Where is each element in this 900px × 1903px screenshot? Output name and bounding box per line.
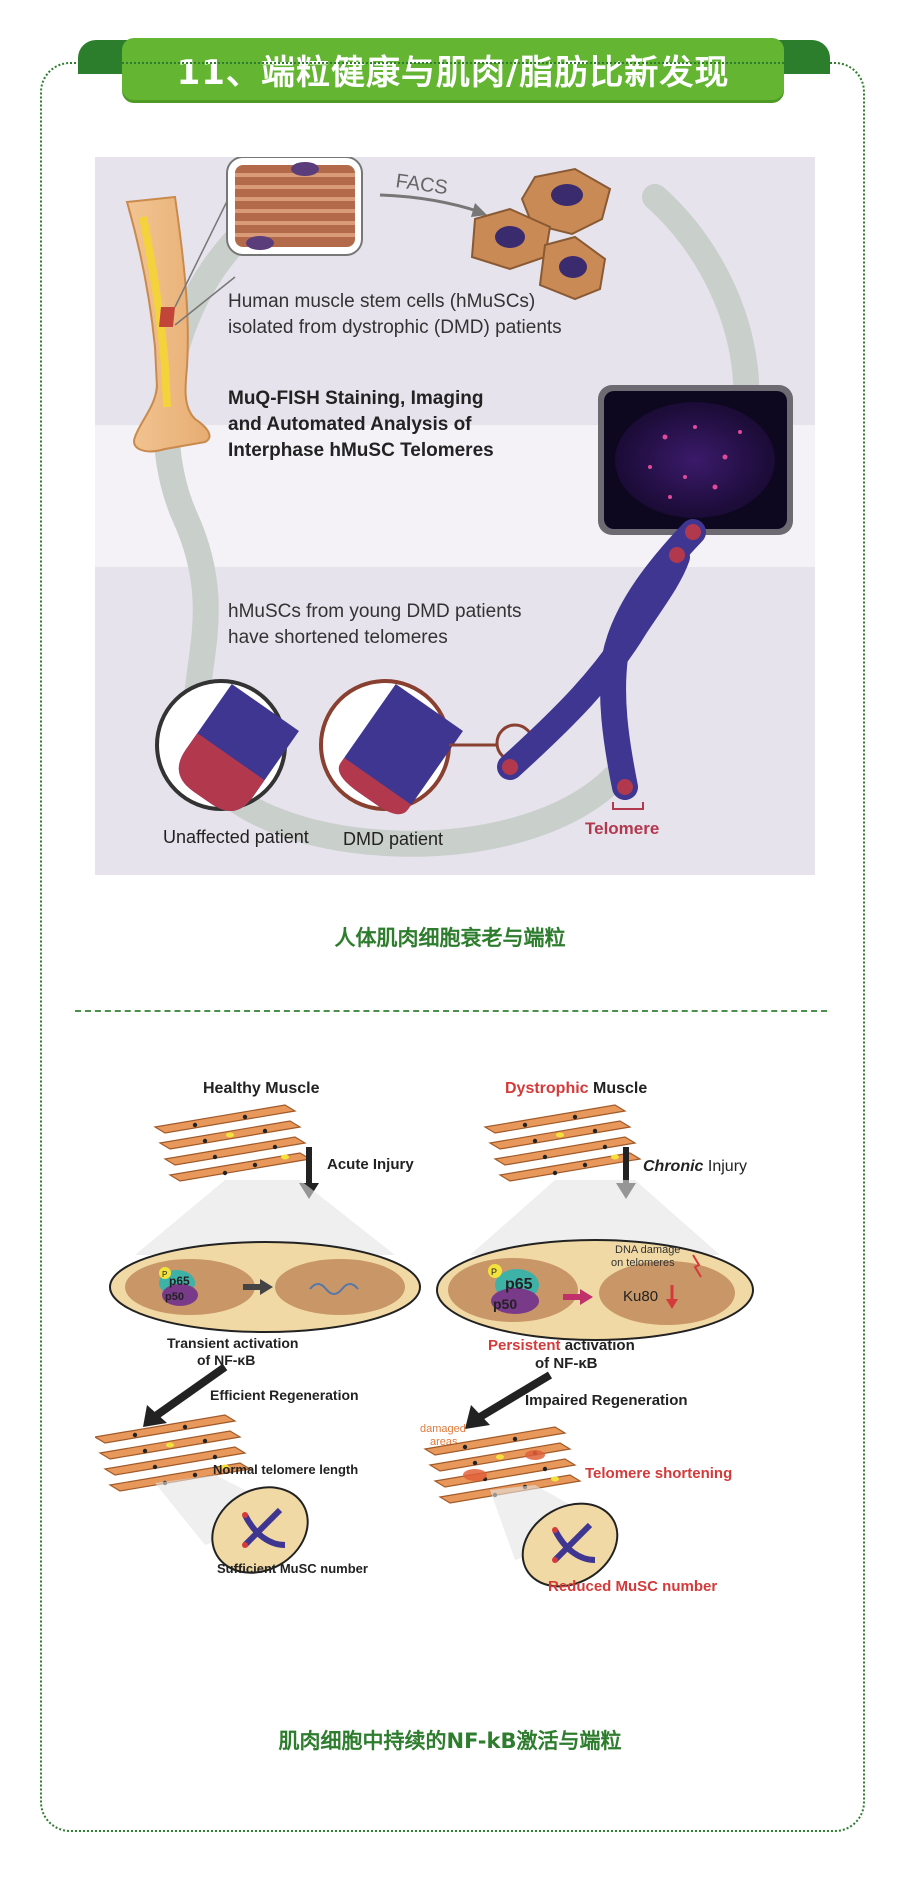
leg-illustration [125,195,211,453]
reduced-musc-label: Reduced MuSC number [548,1578,717,1595]
chromosome-illustration [497,519,706,800]
telomere-label: Telomere [585,819,659,838]
figure-telomere-musc: FACS Human muscle stem cells (hMuSCs) is… [95,157,815,875]
short-line2: have shortened telomeres [228,627,448,648]
healthy-p50: p50 [165,1291,184,1303]
content-card [40,62,865,1832]
dystrophic-fibers [484,1104,641,1182]
staining-line3: Interphase hMuSC Telomeres [228,440,494,461]
efficient-regen-label: Efficient Regeneration [210,1387,359,1403]
stem-cells [470,167,612,301]
transient-line2: of NF-κB [197,1352,255,1368]
chronic-injury-label: Chronic Injury [643,1158,747,1175]
fish-nucleus-image [598,385,793,535]
unaffected-telomere-circle [155,679,299,811]
figure2-caption: 肌肉细胞中持续的NF-kB激活与端粒 [278,1729,622,1753]
short-line1: hMuSCs from young DMD patients [228,601,522,622]
regenerated-fibers [95,1414,251,1492]
figure1-caption: 人体肌肉细胞衰老与端粒 [334,926,566,950]
dmd-telomere-circle [319,679,463,815]
chronic-word: Chronic [643,1158,704,1175]
activation-word: activation [561,1337,635,1354]
persistent-line1: Persistent activation [488,1337,635,1354]
healthy-title: Healthy Muscle [203,1080,320,1097]
healthy-musc-oval [211,1486,309,1574]
isolated-text-line1: Human muscle stem cells (hMuSCs) [228,291,535,312]
dystrophic-title: Dystrophic Muscle [505,1080,647,1097]
dystrophic-p65: p65 [505,1276,533,1293]
damaged-line1: damaged [420,1423,466,1435]
sufficient-musc-label: Sufficient MuSC number [217,1561,368,1576]
dystrophic-musc-oval [521,1502,619,1588]
normal-telomere-label: Normal telomere length [213,1462,358,1477]
p-badge-2: P [491,1267,497,1277]
healthy-cell-oval: P p65 p50 [109,1241,421,1333]
acute-injury-label: Acute Injury [327,1156,414,1173]
dystrophic-cell-oval: P p65 p50 Ku80 DNA damage on telomeres [436,1239,754,1341]
muscle-word: Muscle [589,1080,648,1097]
staining-line1: MuQ-FISH Staining, Imaging [228,388,483,409]
isolated-text-line2: isolated from dystrophic (DMD) patients [228,317,562,338]
persistent-word: Persistent [488,1337,561,1354]
staining-line2: and Automated Analysis of [228,414,472,435]
impaired-regen-label: Impaired Regeneration [525,1392,688,1409]
ku80-label: Ku80 [623,1288,658,1305]
healthy-p65: p65 [169,1274,190,1288]
unaffected-label: Unaffected patient [163,827,309,847]
dna-damage-line1: DNA damage [615,1244,680,1256]
muscle-fiber-inset [226,157,363,256]
figure-nfkb-telomere: Healthy Muscle Acute Injury P p65 p50 Tr… [95,1080,754,1595]
section-divider [75,1010,827,1012]
section-header: 11、端粒健康与肌肉/脂肪比新发现 [122,38,784,100]
page-title: 11、端粒健康与肌肉/脂肪比新发现 [176,52,730,93]
dystrophic-p50: p50 [493,1296,517,1312]
p-badge: P [162,1270,167,1279]
dna-damage-line2: on telomeres [611,1257,675,1269]
persistent-line2: of NF-κB [535,1355,598,1372]
dystrophic-word: Dystrophic [505,1080,589,1097]
dmd-label: DMD patient [343,829,443,849]
injury-word: Injury [703,1158,747,1175]
transient-line1: Transient activation [167,1335,298,1351]
telomere-shortening-label: Telomere shortening [585,1465,732,1482]
panel-isolation [95,157,815,425]
healthy-fibers [154,1104,311,1182]
